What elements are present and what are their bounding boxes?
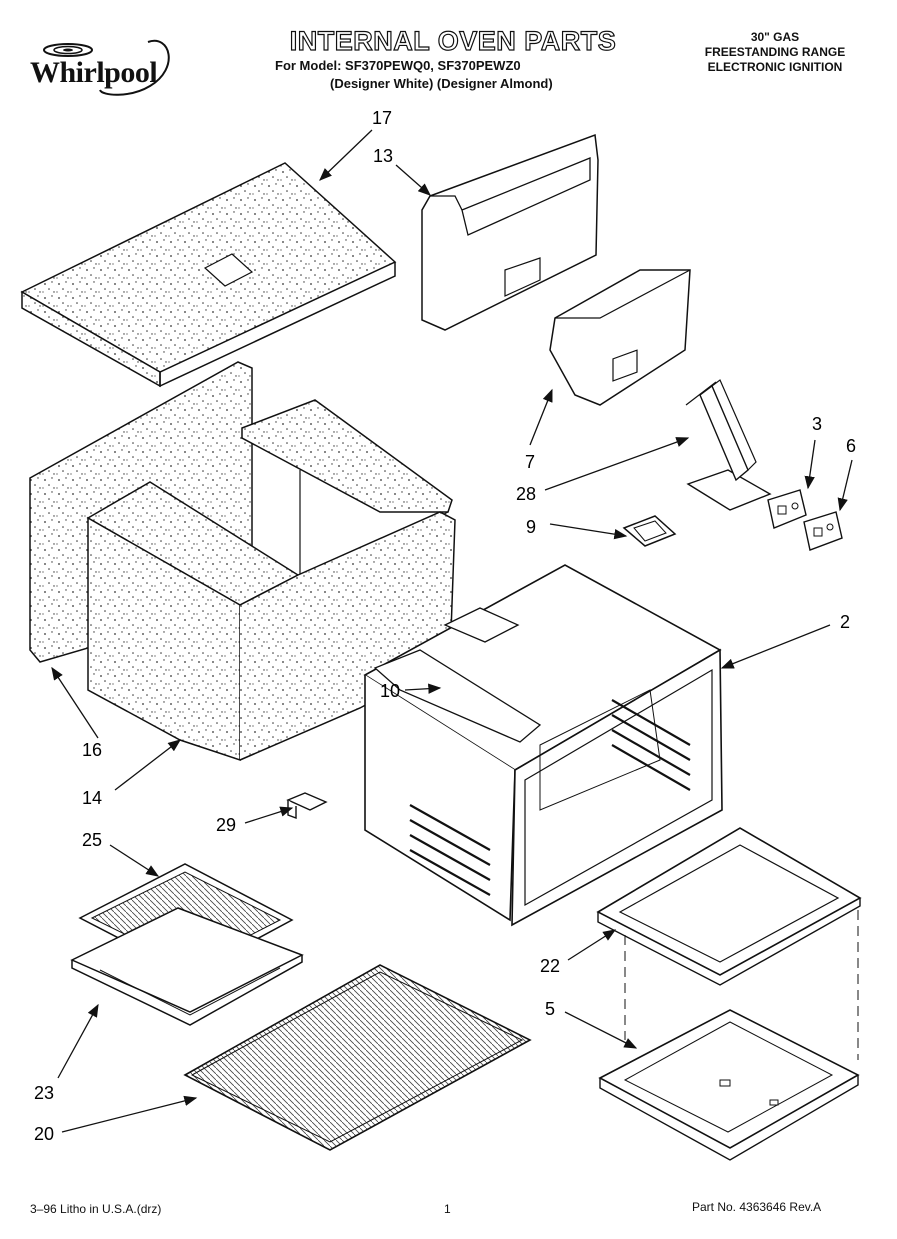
callout-16: 16 [82, 740, 102, 760]
part-23-broil-pan [70, 907, 304, 1026]
range-ignition-line: ELECTRONIC IGNITION [707, 60, 843, 74]
part-6-plate [803, 511, 843, 551]
print-info: 3–96 Litho in U.S.A.(drz) [30, 1202, 162, 1216]
part-number: Part No. 4363646 Rev.A [692, 1200, 822, 1214]
callout-14: 14 [82, 788, 102, 808]
range-type-line: FREESTANDING RANGE [704, 45, 846, 59]
callout-20: 20 [34, 1124, 54, 1144]
page-title: INTERNAL OVEN PARTS [289, 25, 617, 56]
part-5-burner-base [598, 1009, 860, 1161]
leader-arrows [51, 129, 853, 1133]
part-2-oven-cavity [363, 564, 723, 927]
callout-9: 9 [526, 517, 536, 537]
part-17-top-insulation [20, 162, 397, 388]
callout-7: 7 [525, 452, 535, 472]
brand-name: Whirlpool [30, 56, 158, 89]
swirl-logo-icon [43, 39, 170, 96]
callout-29: 29 [216, 815, 236, 835]
whirlpool-logo: Whirlpool [30, 38, 190, 98]
model-numbers: For Model: SF370PEWQ0, SF370PEWZ0 [275, 58, 521, 73]
callout-22: 22 [540, 956, 560, 976]
callout-13: 13 [373, 146, 393, 166]
part-29-clip [286, 792, 328, 820]
page-number: 1 [444, 1202, 451, 1216]
range-description: 30" GAS FREESTANDING RANGE ELECTRONIC IG… [680, 30, 870, 75]
part-14-wrap-insulation [86, 481, 456, 762]
part-28-bracket [685, 379, 772, 511]
part-13-vent-duct [421, 133, 599, 331]
part-7-burner-box [549, 269, 691, 406]
callout-10: 10 [380, 681, 400, 701]
callout-3: 3 [812, 414, 822, 434]
part-22-oven-bottom [596, 827, 862, 1060]
callout-23: 23 [34, 1083, 54, 1103]
part-9-gasket [622, 515, 677, 547]
range-size-line: 30" GAS [750, 30, 800, 44]
part-3-plate [767, 489, 807, 529]
callout-2: 2 [840, 612, 850, 632]
callout-28: 28 [516, 484, 536, 504]
finish-names: (Designer White) (Designer Almond) [330, 76, 553, 91]
part-20-oven-rack [183, 964, 532, 1151]
callout-25: 25 [82, 830, 102, 850]
callout-6: 6 [846, 436, 856, 456]
callout-17: 17 [372, 108, 392, 128]
callout-5: 5 [545, 999, 555, 1019]
